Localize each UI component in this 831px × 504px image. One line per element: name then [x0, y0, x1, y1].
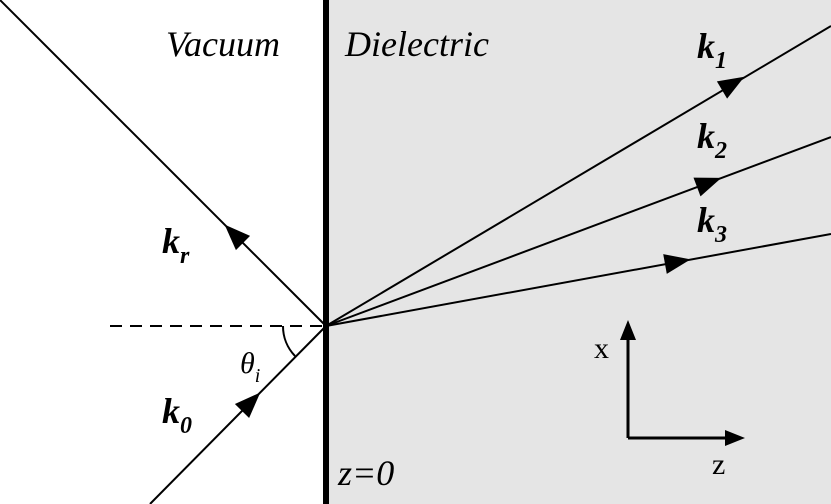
reflected-arrowhead [224, 224, 251, 251]
k2-label: k2 [697, 116, 727, 164]
x-axis-label: x [594, 332, 609, 365]
incidence-angle-label: θi [240, 347, 260, 387]
k1-label: k1 [697, 26, 727, 74]
interface-label: z=0 [337, 453, 394, 493]
incidence-angle-arc [281, 325, 296, 357]
k3-label: k3 [697, 200, 727, 248]
transmitted-arrowhead-2 [693, 177, 722, 197]
reflected-ray [0, 0, 327, 327]
transmitted-arrowhead-3 [663, 254, 691, 274]
z-axis-label: z [712, 448, 725, 481]
transmitted-arrowhead-1 [716, 76, 745, 99]
z-axis-arrowhead [725, 430, 745, 446]
k0-label: k0 [162, 391, 192, 439]
kr-label: kr [162, 221, 190, 269]
transmitted-ray-1 [325, 25, 831, 327]
dielectric-region [326, 0, 831, 504]
x-axis-arrowhead [620, 320, 636, 340]
transmitted-ray-2 [325, 136, 831, 327]
dielectric-label: Dielectric [344, 24, 489, 64]
incident-ray [149, 325, 327, 504]
transmitted-ray-3 [325, 233, 831, 327]
vacuum-label: Vacuum [166, 24, 280, 64]
incident-arrowhead [234, 392, 261, 419]
